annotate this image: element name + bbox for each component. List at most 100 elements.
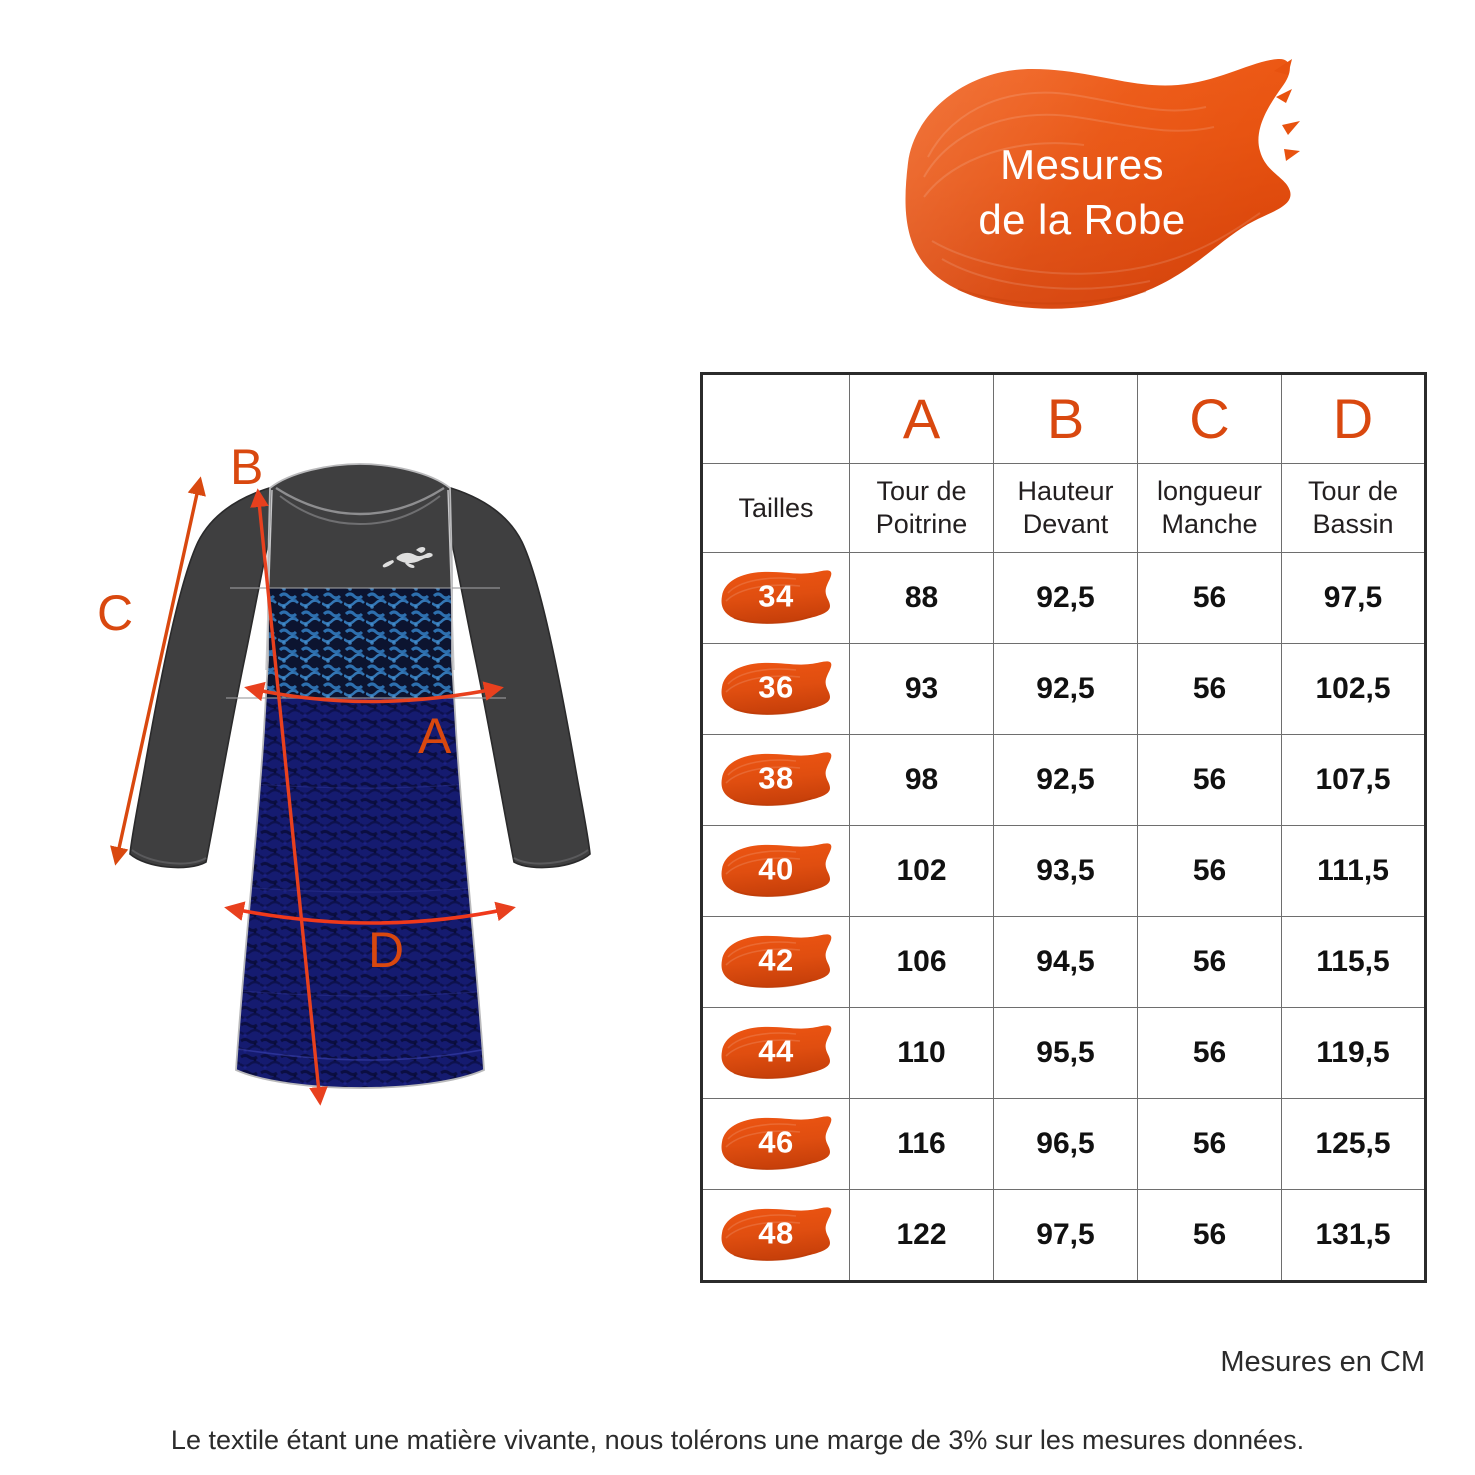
size-brush-shape xyxy=(721,752,832,806)
value-a-size-46: 116 xyxy=(849,1098,994,1190)
size-brush-shape xyxy=(721,1025,832,1079)
value-c-size-46: 56 xyxy=(1137,1098,1282,1190)
value-c-size-44: 56 xyxy=(1137,1007,1282,1099)
value-c-size-40: 56 xyxy=(1137,825,1282,917)
value-d-size-36: 102,5 xyxy=(1281,643,1426,735)
figure-label-c: C xyxy=(97,585,134,641)
page-title: Mesures de la Robe xyxy=(862,137,1302,248)
value-b-size-40: 93,5 xyxy=(993,825,1138,917)
value-c-size-34: 56 xyxy=(1137,552,1282,644)
value-c-size-42: 56 xyxy=(1137,916,1282,1008)
title-line-1: Mesures xyxy=(1000,141,1164,188)
size-label: 40 xyxy=(758,851,794,887)
size-badge: 48 xyxy=(714,1203,838,1267)
size-cell-36: 36 xyxy=(701,643,850,735)
value-c-size-48: 56 xyxy=(1137,1189,1282,1282)
size-brush-shape xyxy=(721,1116,832,1170)
letter-header-b: B xyxy=(993,373,1138,464)
size-brush-shape xyxy=(721,661,832,715)
sleeve-right xyxy=(443,484,591,869)
value-b-size-42: 94,5 xyxy=(993,916,1138,1008)
size-badge: 38 xyxy=(714,748,838,812)
value-b-size-44: 95,5 xyxy=(993,1007,1138,1099)
measurement-arrows xyxy=(110,476,516,1106)
value-d-size-46: 125,5 xyxy=(1281,1098,1426,1190)
letter-header-d: D xyxy=(1281,373,1426,464)
size-cell-46: 46 xyxy=(701,1098,850,1190)
value-a-size-44: 110 xyxy=(849,1007,994,1099)
value-b-size-38: 92,5 xyxy=(993,734,1138,826)
letter-header-empty-cell xyxy=(701,373,850,464)
dress-outline xyxy=(235,463,485,1089)
value-a-size-42: 106 xyxy=(849,916,994,1008)
value-c-size-36: 56 xyxy=(1137,643,1282,735)
size-cell-48: 48 xyxy=(701,1189,850,1282)
arrow-d-hip xyxy=(224,901,516,925)
letter-header-c: C xyxy=(1137,373,1282,464)
size-brush-shape xyxy=(721,1207,832,1261)
size-brush-shape xyxy=(721,570,832,624)
value-b-size-34: 92,5 xyxy=(993,552,1138,644)
arrow-b-front-height xyxy=(250,488,328,1106)
value-d-size-40: 111,5 xyxy=(1281,825,1426,917)
value-a-size-38: 98 xyxy=(849,734,994,826)
value-d-size-48: 131,5 xyxy=(1281,1189,1426,1282)
value-c-size-38: 56 xyxy=(1137,734,1282,826)
size-badge: 36 xyxy=(714,657,838,721)
size-label: 34 xyxy=(758,578,794,614)
size-cell-42: 42 xyxy=(701,916,850,1008)
value-b-size-36: 92,5 xyxy=(993,643,1138,735)
size-badge: 46 xyxy=(714,1112,838,1176)
size-label: 48 xyxy=(758,1215,794,1251)
size-label: 42 xyxy=(758,942,794,978)
arrow-c-sleeve-length xyxy=(110,476,206,866)
size-badge: 34 xyxy=(714,566,838,630)
value-a-size-36: 93 xyxy=(849,643,994,735)
units-note: Mesures en CM xyxy=(1220,1346,1425,1378)
value-b-size-48: 97,5 xyxy=(993,1189,1138,1282)
value-b-size-46: 96,5 xyxy=(993,1098,1138,1190)
figure-label-d: D xyxy=(368,922,405,978)
gecko-logo xyxy=(382,546,433,568)
size-cell-38: 38 xyxy=(701,734,850,826)
size-label: 44 xyxy=(758,1033,794,1069)
letter-header-a: A xyxy=(849,373,994,464)
size-badge: 42 xyxy=(714,930,838,994)
size-cell-34: 34 xyxy=(701,552,850,644)
value-d-size-42: 115,5 xyxy=(1281,916,1426,1008)
brush-stroke-shape xyxy=(905,58,1300,309)
size-label: 46 xyxy=(758,1124,794,1160)
figure-label-a: A xyxy=(418,708,452,764)
size-brush-shape xyxy=(721,843,832,897)
value-d-size-38: 107,5 xyxy=(1281,734,1426,826)
size-cell-44: 44 xyxy=(701,1007,850,1099)
value-a-size-48: 122 xyxy=(849,1189,994,1282)
size-badge: 40 xyxy=(714,839,838,903)
value-d-size-44: 119,5 xyxy=(1281,1007,1426,1099)
size-badge: 44 xyxy=(714,1021,838,1085)
title-line-2: de la Robe xyxy=(978,196,1186,244)
column-header-tailles: Tailles xyxy=(701,463,850,553)
dress-illustration: B C A D xyxy=(80,430,640,1140)
title-badge: Mesures de la Robe xyxy=(862,45,1302,315)
disclaimer-text: Le textile étant une matière vivante, no… xyxy=(170,1425,1305,1455)
size-label: 38 xyxy=(758,760,794,796)
figure-label-b: B xyxy=(230,439,264,495)
value-d-size-34: 97,5 xyxy=(1281,552,1426,644)
value-a-size-34: 88 xyxy=(849,552,994,644)
